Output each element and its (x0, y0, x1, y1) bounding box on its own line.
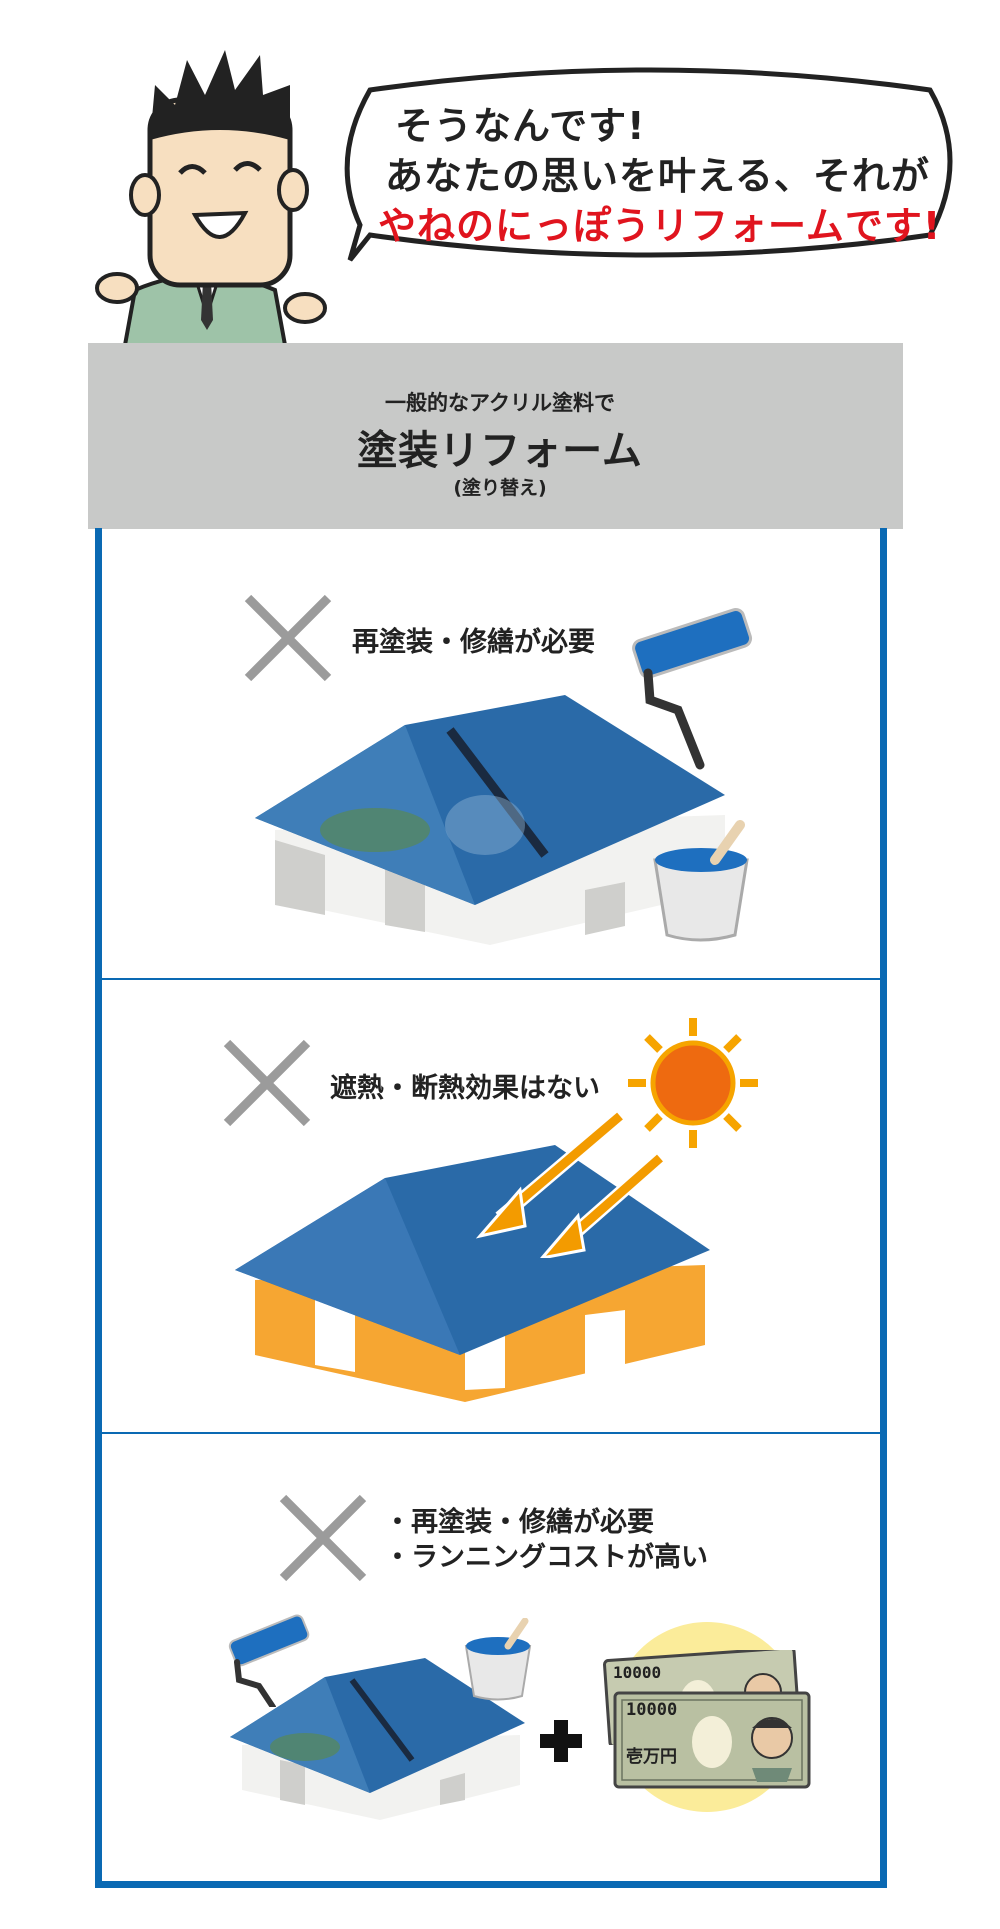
cross-icon (244, 594, 332, 682)
panel-1-text: 再塗装・修繕が必要 (352, 627, 595, 658)
character-illustration (95, 50, 327, 345)
speech-line-2: あなたの思いを叶える、それが (385, 154, 930, 198)
house-old-roof-illustration (255, 695, 725, 945)
speech-bubble (344, 67, 953, 262)
cross-icon (279, 1494, 367, 1582)
paint-roller-icon (228, 1614, 310, 1707)
panel-divider (102, 1432, 880, 1434)
plus-icon (540, 1720, 582, 1762)
house-heat-illustration (235, 1145, 710, 1402)
header-title: 塗装リフォーム (357, 428, 643, 474)
panel-divider (102, 978, 880, 980)
banknote-amount: 10000 (626, 1700, 678, 1720)
paint-bucket-icon (464, 1618, 532, 1701)
speech-line-3: やねのにっぽうリフォームです! (378, 204, 942, 248)
panel-3-line-2: ・ランニングコストが高い (384, 1542, 708, 1573)
sun-icon (628, 1018, 758, 1148)
banknote-label: 壱万円 (626, 1747, 677, 1767)
panel-2-text: 遮熱・断熱効果はない (330, 1073, 600, 1104)
header-subtitle: 一般的なアクリル塗料で (385, 391, 615, 415)
paint-bucket-icon (653, 820, 749, 942)
header-note: (塗り替え) (453, 477, 547, 499)
paint-roller-icon (632, 608, 753, 770)
panel-3-line-1: ・再塗装・修繕が必要 (384, 1507, 654, 1538)
header-panel (88, 343, 903, 529)
banknote-back-amount: 10000 (613, 1663, 662, 1682)
content-frame (95, 528, 887, 1888)
house-old-roof-illustration-small (230, 1658, 525, 1820)
speech-line-1: そうなんです! (395, 104, 646, 148)
heat-arrows-icon (475, 1110, 665, 1258)
banknote-icon (613, 1691, 811, 1789)
cross-icon (223, 1039, 311, 1127)
